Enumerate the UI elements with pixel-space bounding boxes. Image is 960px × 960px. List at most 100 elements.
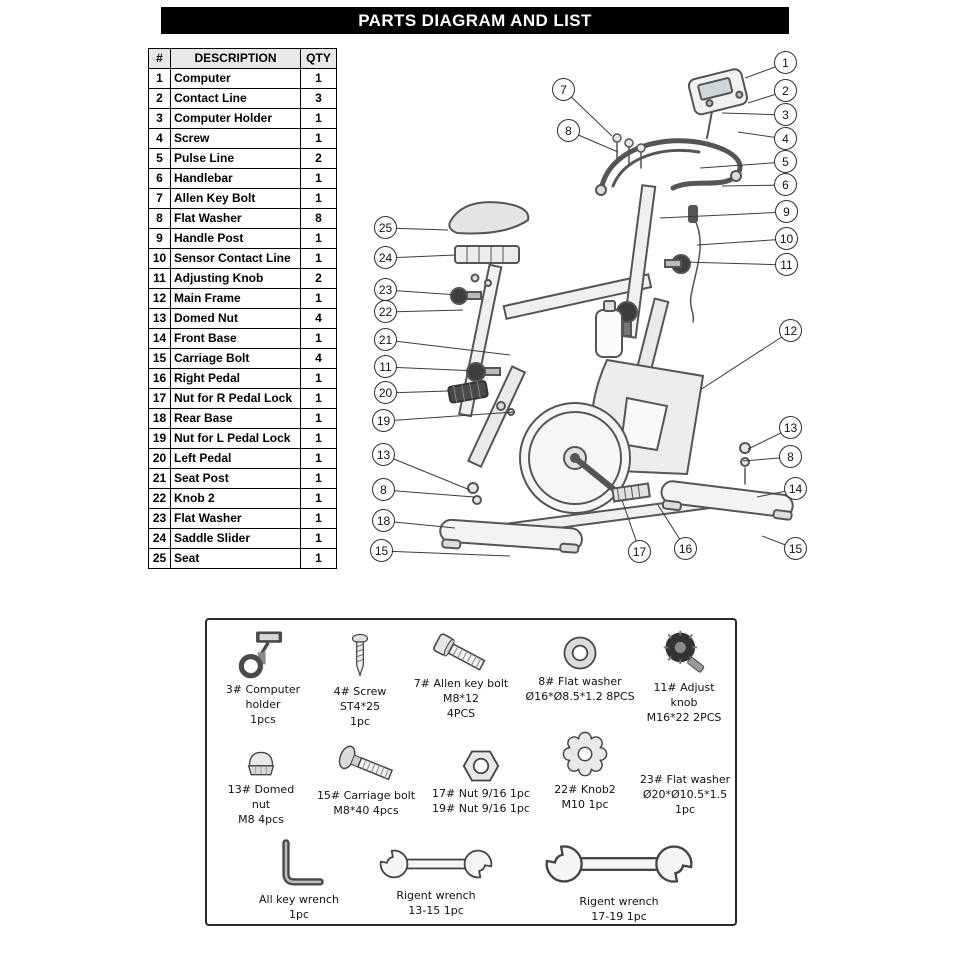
star-knob-icon [539, 730, 631, 780]
cell-desc: Flat Washer [170, 208, 301, 229]
allen-wrench-icon [243, 838, 355, 890]
cell-qty: 1 [300, 168, 337, 189]
hardware-item-wrench-17-19: Rigent wrench 17-19 1pc [519, 836, 719, 924]
cell-num: 20 [148, 448, 171, 469]
cell-desc: Left Pedal [170, 448, 301, 469]
hardware-box: 3# Computer holder 1pcs 4# Screw ST4*25 … [205, 618, 737, 926]
cell-desc: Flat Washer [170, 508, 301, 529]
hardware-item-wrench-13-15: Rigent wrench 13-15 1pc [369, 842, 503, 918]
hardware-label: M10 1pc [561, 798, 609, 811]
hardware-label: All key wrench [259, 893, 339, 906]
cell-desc: Adjusting Knob [170, 268, 301, 289]
cell-qty: 1 [300, 128, 337, 149]
cell-qty: 1 [300, 408, 337, 429]
cell-qty: 4 [300, 348, 337, 369]
cell-num: 10 [148, 248, 171, 269]
cell-num: 25 [148, 548, 171, 569]
hardware-label: 1pc [288, 908, 310, 921]
hardware-label: M8 4pcs [238, 813, 284, 826]
cell-num: 21 [148, 468, 171, 489]
cell-num: 17 [148, 388, 171, 409]
cell-desc: Right Pedal [170, 368, 301, 389]
cell-desc: Front Base [170, 328, 301, 349]
cell-num: 18 [148, 408, 171, 429]
cell-qty: 1 [300, 528, 337, 549]
hardware-label: nut [251, 798, 271, 811]
allen-bolt-icon [407, 633, 515, 674]
cell-num: 6 [148, 168, 171, 189]
cell-qty: 8 [300, 208, 337, 229]
cell-desc: Domed Nut [170, 308, 301, 329]
cell-desc: Nut for R Pedal Lock [170, 388, 301, 409]
cell-num: 13 [148, 308, 171, 329]
cell-qty: 1 [300, 548, 337, 569]
hardware-label: 4# Screw [333, 685, 387, 698]
hardware-label: 15# Carriage bolt [316, 789, 416, 802]
cell-desc: Saddle Slider [170, 528, 301, 549]
cell-qty: 1 [300, 468, 337, 489]
hardware-label: Ø20*Ø10.5*1.5 [642, 788, 728, 801]
cell-desc: Nut for L Pedal Lock [170, 428, 301, 449]
cell-desc: Contact Line [170, 88, 301, 109]
hardware-item-allen-wrench: All key wrench 1pc [243, 838, 355, 922]
cell-desc: Screw [170, 128, 301, 149]
cell-num: 24 [148, 528, 171, 549]
cell-num: 12 [148, 288, 171, 309]
hardware-label: 8# Flat washer [538, 675, 622, 688]
hardware-label: Rigent wrench [579, 895, 659, 908]
cell-qty: 1 [300, 488, 337, 509]
screw-icon [315, 630, 405, 682]
hardware-label: 17-19 1pc [591, 910, 647, 923]
cell-num: 1 [148, 68, 171, 89]
cell-qty: 1 [300, 108, 337, 129]
cell-desc: Knob 2 [170, 488, 301, 509]
carriage-bolt-icon [307, 744, 425, 786]
hardware-label: 22# Knob2 [554, 783, 616, 796]
bike-diagram [355, 40, 825, 605]
hardware-label: 17# Nut 9/16 1pc [432, 787, 530, 800]
page-title: PARTS DIAGRAM AND LIST [161, 7, 789, 34]
cell-num: 11 [148, 268, 171, 289]
cell-desc: Computer Holder [170, 108, 301, 129]
hardware-label: 11# Adjust [653, 681, 715, 694]
hardware-label: M8*12 [443, 692, 479, 705]
col-header-description: DESCRIPTION [170, 48, 301, 69]
cell-num: 3 [148, 108, 171, 129]
hardware-item-flat-washer-8: 8# Flat washer Ø16*Ø8.5*1.2 8PCS [519, 634, 641, 704]
hardware-label: 3# Computer [225, 683, 301, 696]
hardware-item-computer-holder: 3# Computer holder 1pcs [215, 628, 311, 727]
hardware-label: 13-15 1pc [408, 904, 464, 917]
cell-qty: 1 [300, 288, 337, 309]
cell-desc: Allen Key Bolt [170, 188, 301, 209]
cell-qty: 1 [300, 228, 337, 249]
cell-num: 4 [148, 128, 171, 149]
cell-qty: 1 [300, 68, 337, 89]
adjust-knob-icon [635, 628, 733, 678]
cell-qty: 1 [300, 508, 337, 529]
hardware-label: 19# Nut 9/16 1pc [432, 802, 530, 815]
hardware-label: 23# Flat washer [639, 773, 731, 786]
cell-num: 19 [148, 428, 171, 449]
cell-desc: Seat [170, 548, 301, 569]
cell-qty: 1 [300, 248, 337, 269]
